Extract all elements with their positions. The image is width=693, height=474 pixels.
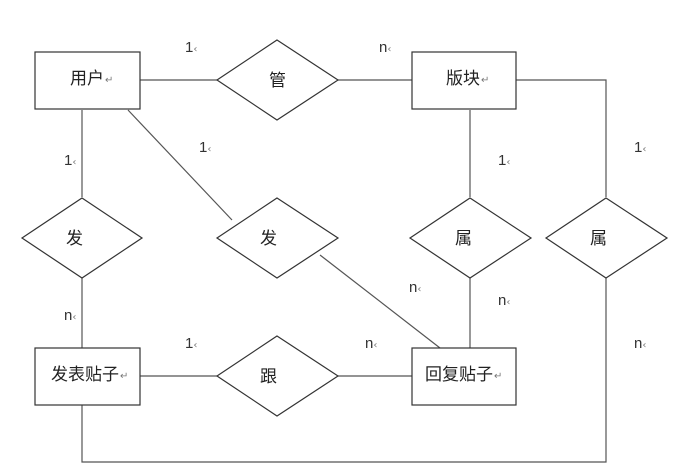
relationship-follow-label: 跟 bbox=[260, 367, 277, 387]
entity-user: 用户↵ bbox=[34, 51, 141, 110]
card-user-reply: 1‹ bbox=[199, 139, 211, 156]
relationship-user-reply: 发 bbox=[215, 197, 340, 279]
line-board-belong2 bbox=[516, 79, 607, 197]
card-board-post: 1‹ bbox=[634, 139, 646, 156]
card-user-post: 1‹ bbox=[64, 152, 76, 169]
relationship-manage: 管 bbox=[215, 39, 340, 121]
entity-board: 版块↵ bbox=[411, 51, 517, 110]
relationship-user-reply-label: 发 bbox=[260, 229, 277, 249]
line-user-reply-rel bbox=[127, 109, 233, 221]
entity-post-label: 发表贴子↵ bbox=[51, 365, 128, 385]
relationship-user-post-label: 发 bbox=[66, 229, 83, 249]
relationship-reply-board-diamond bbox=[408, 197, 533, 279]
card-reply-user: n‹ bbox=[409, 279, 421, 296]
card-post-user: n‹ bbox=[64, 307, 76, 324]
relationship-post-board: 属 bbox=[544, 197, 669, 279]
relationship-post-board-label: 属 bbox=[590, 229, 607, 249]
card-board-manage: n‹ bbox=[379, 39, 391, 56]
relationship-user-reply-diamond bbox=[215, 197, 340, 279]
line-reply-rel-reply bbox=[319, 254, 441, 349]
relationship-follow-diamond bbox=[215, 335, 340, 417]
card-post-follow: 1‹ bbox=[185, 335, 197, 352]
entity-post-box bbox=[34, 347, 141, 406]
relationship-reply-board: 属 bbox=[408, 197, 533, 279]
relationship-manage-diamond bbox=[215, 39, 340, 121]
card-reply-follow: n‹ bbox=[365, 335, 377, 352]
relationship-manage-label: 管 bbox=[269, 71, 286, 91]
relationship-user-post: 发 bbox=[20, 197, 144, 279]
card-reply-board: n‹ bbox=[498, 292, 510, 309]
relationship-follow: 跟 bbox=[215, 335, 340, 417]
entity-user-label: 用户↵ bbox=[70, 69, 113, 89]
entity-reply-box bbox=[411, 347, 517, 406]
entity-post: 发表贴子↵ bbox=[34, 347, 141, 406]
entity-reply-label: 回复贴子↵ bbox=[425, 365, 502, 385]
relationship-post-board-diamond bbox=[544, 197, 669, 279]
relationship-user-post-diamond bbox=[20, 197, 144, 279]
entity-reply: 回复贴子↵ bbox=[411, 347, 517, 406]
line-belong2-post bbox=[81, 278, 607, 463]
cardinalities: 1‹ n‹ 1‹ 1‹ 1‹ 1‹ n‹ n‹ n‹ 1‹ n‹ n‹ bbox=[64, 39, 646, 352]
card-board-reply: 1‹ bbox=[498, 152, 510, 169]
card-user-manage: 1‹ bbox=[185, 39, 197, 56]
relationship-reply-board-label: 属 bbox=[455, 229, 472, 249]
entity-user-box bbox=[34, 51, 141, 110]
entity-board-label: 版块↵ bbox=[446, 69, 489, 89]
connectors bbox=[81, 79, 607, 463]
card-post-board-many: n‹ bbox=[634, 335, 646, 352]
entity-board-box bbox=[411, 51, 517, 110]
